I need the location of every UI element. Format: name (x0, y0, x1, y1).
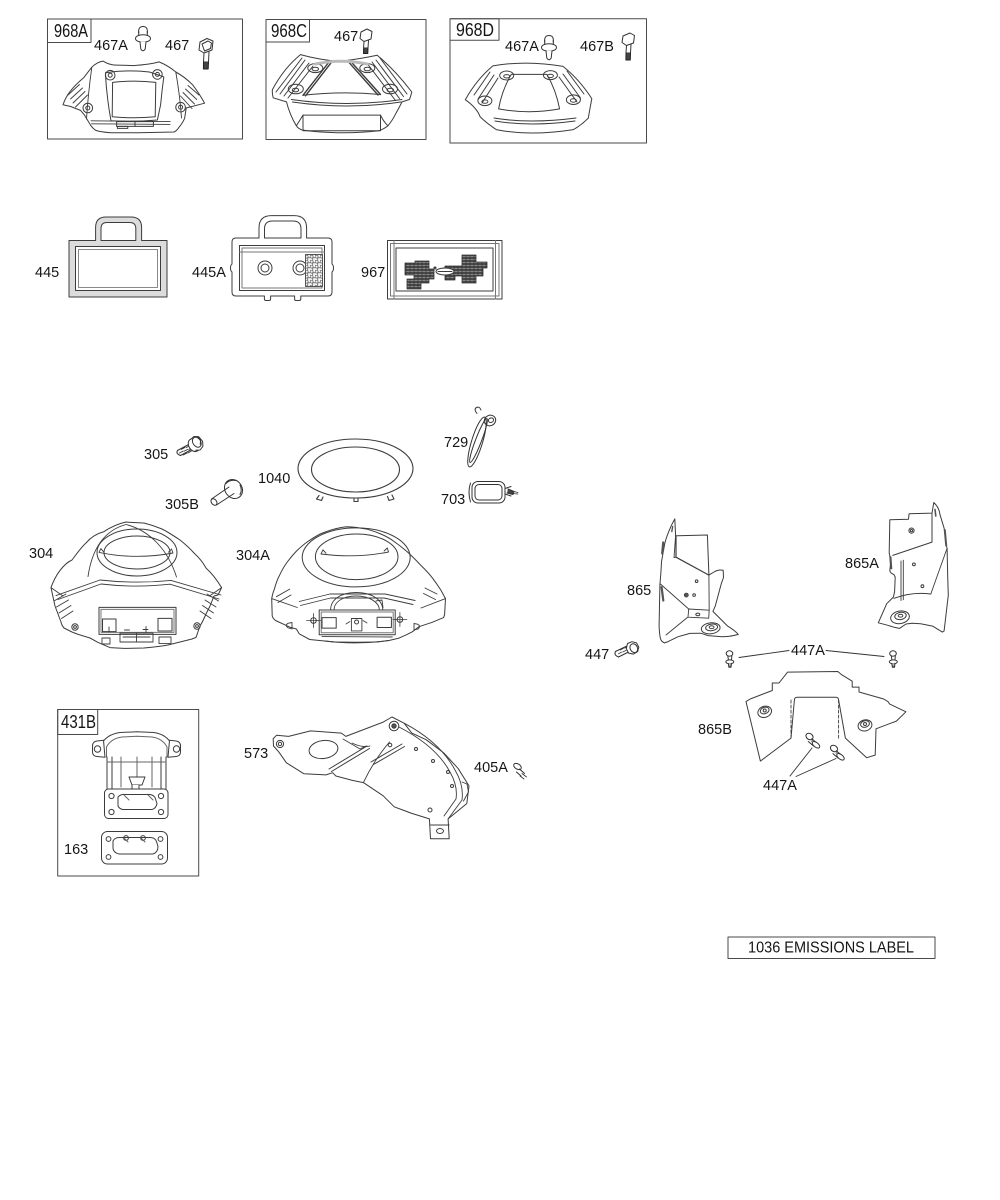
svg-text:865B: 865B (698, 722, 732, 738)
svg-text:865A: 865A (845, 556, 879, 572)
svg-text:467: 467 (334, 29, 358, 45)
svg-text:467B: 467B (580, 39, 614, 55)
svg-text:445: 445 (35, 265, 59, 281)
svg-text:1036 EMISSIONS LABEL: 1036 EMISSIONS LABEL (748, 940, 914, 957)
svg-text:467A: 467A (94, 38, 128, 54)
svg-text:163: 163 (64, 842, 88, 858)
svg-text:431B: 431B (61, 712, 96, 732)
svg-text:467A: 467A (505, 39, 539, 55)
svg-text:968D: 968D (456, 20, 494, 40)
svg-text:304A: 304A (236, 548, 270, 564)
svg-text:445A: 445A (192, 265, 226, 281)
svg-text:304: 304 (29, 546, 53, 562)
svg-text:405A: 405A (474, 760, 508, 776)
svg-text:467: 467 (165, 38, 189, 54)
svg-text:703: 703 (441, 492, 465, 508)
svg-text:729: 729 (444, 435, 468, 451)
svg-text:865: 865 (627, 583, 651, 599)
svg-text:447: 447 (585, 647, 609, 663)
svg-text:447A: 447A (791, 643, 825, 659)
svg-text:305B: 305B (165, 497, 199, 513)
svg-text:305: 305 (144, 447, 168, 463)
svg-text:968C: 968C (271, 21, 307, 41)
svg-text:1040: 1040 (258, 471, 290, 487)
svg-text:573: 573 (244, 746, 268, 762)
svg-text:968A: 968A (54, 21, 88, 41)
svg-text:447A: 447A (763, 778, 797, 794)
svg-text:967: 967 (361, 265, 385, 281)
